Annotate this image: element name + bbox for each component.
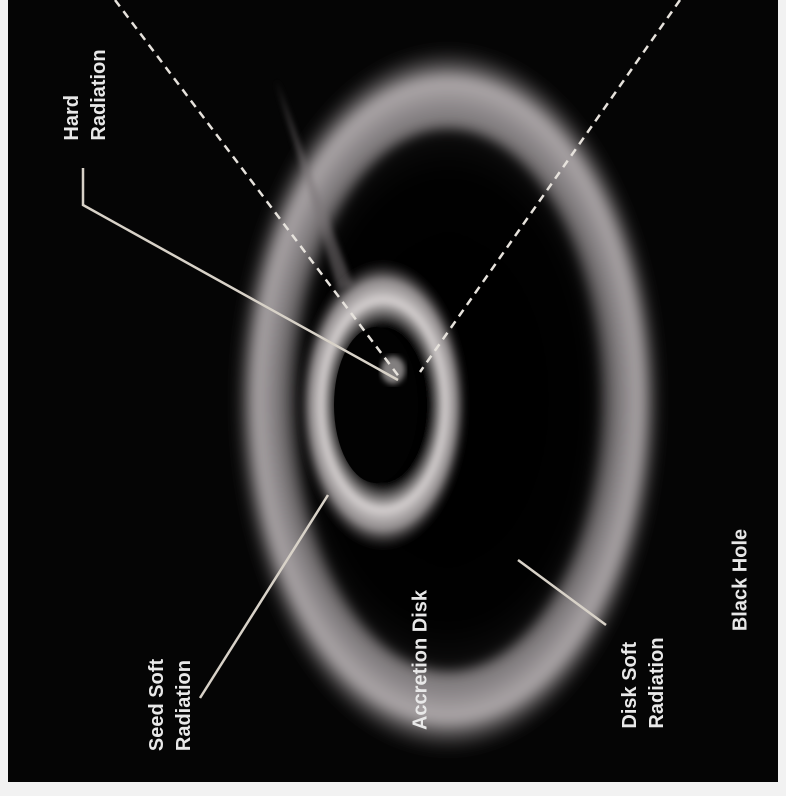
seed-soft-radiation-label: Seed Soft Radiation xyxy=(144,659,198,751)
hard-radiation-label: Hard Radiation xyxy=(59,49,113,140)
disk-soft-radiation-label: Disk Soft Radiation xyxy=(617,637,671,728)
inner-ring xyxy=(298,260,468,550)
black-hole-label: Black Hole xyxy=(728,529,755,631)
accretion-disk-label: Accretion Disk xyxy=(408,590,435,730)
diagram-frame: Hard Radiation Seed Soft Radiation Accre… xyxy=(8,0,778,782)
